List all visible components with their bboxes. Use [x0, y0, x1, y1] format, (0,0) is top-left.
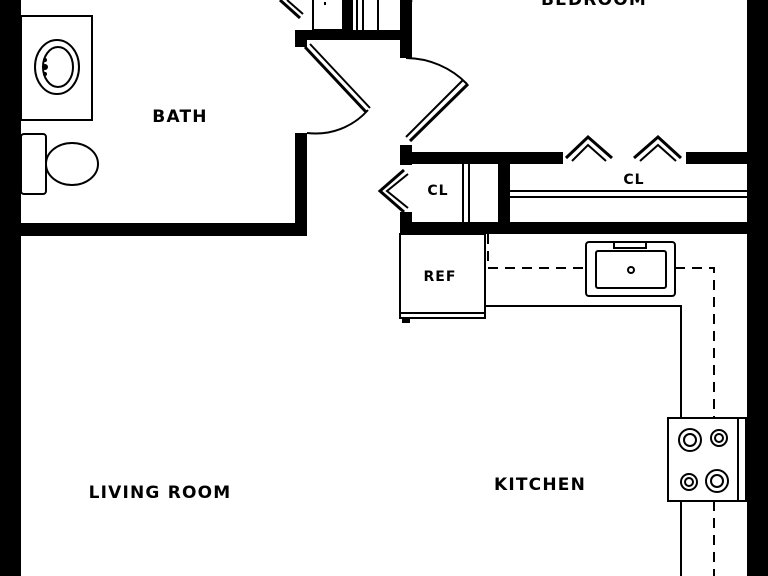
hall-closet-bifold-door-inner — [385, 173, 409, 209]
top-doors — [278, 0, 413, 31]
burner-ring-icon — [714, 433, 724, 443]
left-exterior-wall — [0, 0, 21, 576]
range — [667, 417, 747, 502]
bedroom-door-swing — [405, 57, 468, 85]
hall-closet-label: CL — [427, 183, 448, 199]
top-partition-1 — [343, 0, 353, 34]
toilet-tank — [20, 133, 47, 195]
burner-icon — [678, 428, 702, 452]
bedroom-label: BEDROOM — [541, 0, 647, 10]
burner-icon — [710, 429, 728, 447]
kitchen-sink-basin — [595, 250, 667, 289]
kitchen-counter-edge — [485, 305, 682, 576]
vanity-counter — [20, 15, 93, 121]
burner-ring-icon — [710, 474, 724, 488]
bedroom-closet-bifold-left-inner — [571, 143, 607, 162]
bedroom-door — [405, 57, 470, 143]
hall-closet — [377, 164, 470, 222]
burner-ring-icon — [684, 477, 694, 487]
bath-fixtures — [20, 15, 371, 195]
refrigerator — [399, 233, 486, 319]
bath-door-edge — [309, 43, 371, 109]
hall-top-wall — [300, 30, 412, 40]
hall-closet-jamb — [400, 212, 412, 234]
kitchen-label: KITCHEN — [494, 475, 586, 495]
bedroom-closet-bifold-right — [633, 134, 683, 160]
top-partition-2 — [400, 0, 412, 58]
right-exterior-wall — [747, 0, 768, 576]
bath-faucet-icon — [42, 64, 48, 70]
bath-faucet-handle-icon — [43, 58, 47, 62]
bedroom-door-leaf-edge — [405, 79, 464, 138]
bath-door-swing — [306, 109, 369, 135]
refrigerator-label: REF — [424, 269, 457, 285]
bath-label: BATH — [152, 107, 207, 127]
refrigerator-handle — [402, 318, 410, 323]
bedroom-closet — [510, 134, 747, 198]
bath-faucet-handle-icon — [43, 72, 47, 76]
top-door-left — [278, 0, 302, 20]
burner-icon — [680, 473, 698, 491]
kitchen-top-wall — [400, 222, 747, 234]
bedroom-closet-label: CL — [623, 172, 644, 188]
kitchen-drain-icon — [627, 266, 635, 274]
closet-divider-wall — [498, 162, 510, 224]
bedroom-bottom-wall-left — [400, 152, 563, 164]
top-door-left-edge — [286, 0, 304, 15]
bath-door — [303, 45, 368, 114]
living-room-label: LIVING ROOM — [89, 483, 232, 503]
burner-ring-icon — [683, 433, 697, 447]
burner-icon — [705, 469, 729, 493]
kitchen-faucet-icon — [613, 241, 647, 249]
bedroom-door-jamb — [400, 145, 412, 165]
kitchen-fixtures — [399, 233, 747, 576]
bedroom-bottom-wall-right — [686, 152, 747, 164]
top-door-right — [403, 0, 413, 6]
toilet-bowl — [45, 142, 99, 186]
bedroom-closet-bifold-right-inner — [639, 143, 677, 162]
hall-closet-bifold-door — [377, 168, 405, 214]
bath-bottom-wall — [21, 223, 307, 236]
bedroom-closet-bifold-left — [564, 134, 613, 160]
bedroom-door-leaf — [408, 82, 470, 143]
bath-right-wall — [295, 133, 307, 236]
top-cabinet — [312, 0, 344, 31]
labels: BEDROOM BATH LIVING ROOM KITCHEN CL CL R… — [89, 0, 647, 503]
